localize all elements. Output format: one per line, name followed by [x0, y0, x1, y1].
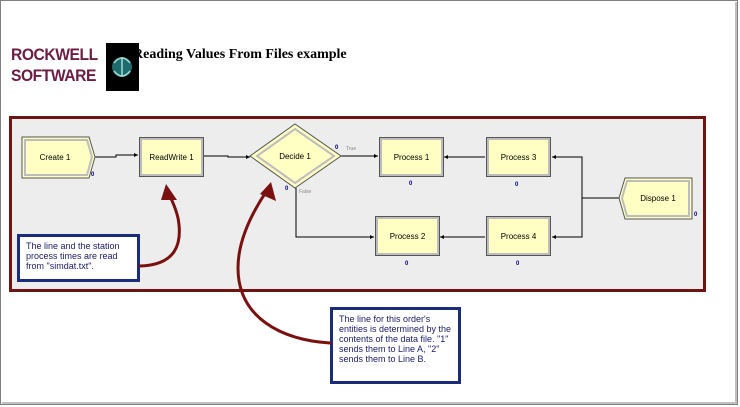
- logo-line-2: SOFTWARE: [11, 66, 96, 85]
- rockwell-software-logo: ROCKWELL SOFTWARE: [11, 43, 139, 91]
- create-1-module[interactable]: Create 1: [39, 153, 71, 162]
- note-line-decision: The line for this order's entities is de…: [330, 307, 461, 384]
- readwrite-1-module[interactable]: ReadWrite 1: [139, 137, 204, 177]
- decide-1-module[interactable]: Decide 1: [279, 151, 311, 161]
- logo-emblem: [106, 43, 139, 91]
- connector-create-readwrite: [94, 154, 138, 158]
- decide-false-label: False: [299, 189, 312, 195]
- connector-readwrite-decide: [204, 155, 250, 158]
- process-3-module[interactable]: Process 3: [486, 137, 551, 177]
- process-1-count: 0: [409, 181, 413, 187]
- process-4-module[interactable]: Process 4: [486, 216, 551, 256]
- process-1-module[interactable]: Process 1: [379, 137, 444, 177]
- process-4-count: 0: [516, 261, 520, 267]
- dispose-1-module[interactable]: Dispose 1: [640, 194, 676, 203]
- connector-decide-process2: [295, 188, 374, 238]
- page-title: Reading Values From Files example: [133, 47, 347, 62]
- process-2-module[interactable]: Process 2: [375, 216, 440, 256]
- dispose-count: 0: [694, 212, 698, 218]
- process-2-count: 0: [405, 261, 409, 267]
- decide-true-label: True: [346, 146, 357, 152]
- note-file-read: The line and the station process times a…: [17, 234, 140, 282]
- process-3-count: 0: [515, 182, 519, 188]
- callout-arrow-2: [236, 190, 332, 345]
- decide-true-count: 0: [335, 145, 339, 151]
- create-count: 0: [91, 172, 95, 178]
- logo-line-1: ROCKWELL: [11, 45, 98, 64]
- connector-dispose-process3: [552, 156, 619, 199]
- callout-arrow-1: [138, 191, 181, 268]
- connector-dispose-process4: [552, 198, 583, 238]
- decide-false-count: 0: [285, 186, 289, 192]
